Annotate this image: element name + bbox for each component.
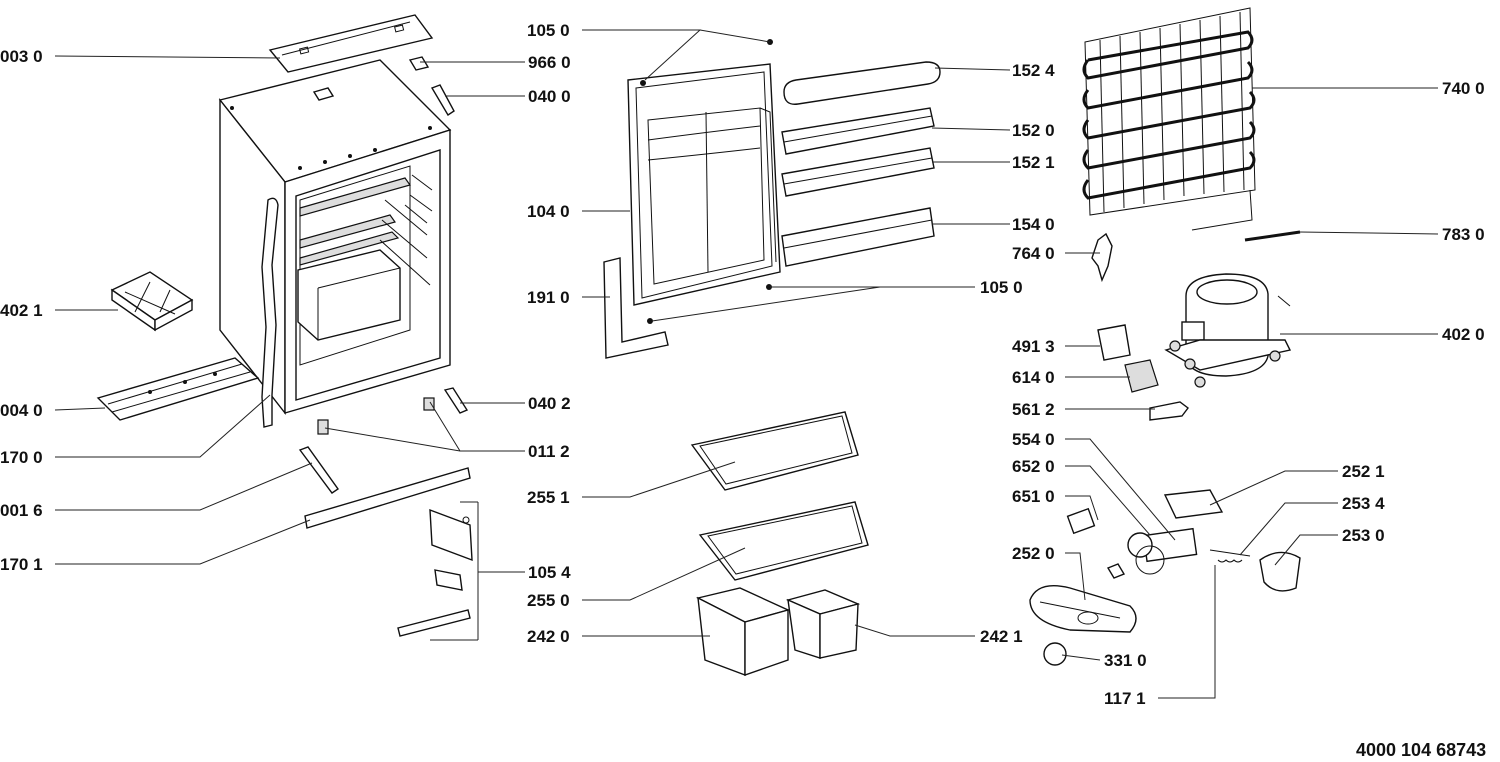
label-561-2: 561 2 bbox=[1012, 400, 1055, 419]
label-011-2: 011 2 bbox=[528, 442, 570, 461]
label-554-0: 554 0 bbox=[1012, 430, 1055, 449]
plinth-strip bbox=[304, 467, 471, 529]
label-966-0: 966 0 bbox=[528, 53, 571, 72]
glass-shelf-upper bbox=[690, 411, 859, 491]
door-switch-spring bbox=[1209, 549, 1251, 563]
label-104-0: 104 0 bbox=[527, 202, 570, 221]
label-003-0: 003 0 bbox=[0, 47, 43, 66]
leader-lines bbox=[54, 29, 1439, 699]
top-cover bbox=[268, 14, 434, 73]
label-253-0: 253 0 bbox=[1342, 526, 1385, 545]
label-191-0: 191 0 bbox=[527, 288, 570, 307]
label-105-0-bottom: 105 0 bbox=[980, 278, 1023, 297]
door-shelf-middle bbox=[781, 147, 935, 197]
label-242-1: 242 1 bbox=[980, 627, 1023, 646]
label-170-1: 170 1 bbox=[0, 555, 43, 574]
label-170-0: 170 0 bbox=[0, 448, 43, 467]
label-252-1: 252 1 bbox=[1342, 462, 1385, 481]
capillary-tube bbox=[1244, 230, 1301, 242]
label-402-0: 402 0 bbox=[1442, 325, 1485, 344]
compressor bbox=[1164, 273, 1292, 388]
label-740-0: 740 0 bbox=[1442, 79, 1485, 98]
clamp bbox=[1149, 401, 1189, 421]
switch-cap bbox=[1259, 551, 1301, 592]
label-253-4: 253 4 bbox=[1342, 494, 1385, 513]
label-105-4: 105 4 bbox=[528, 563, 571, 582]
lamp-holder-clip bbox=[1106, 563, 1126, 579]
hinge-cover bbox=[408, 56, 430, 71]
filter-drier bbox=[1091, 232, 1113, 283]
label-040-2: 040 2 bbox=[528, 394, 571, 413]
glass-shelf-lower bbox=[698, 501, 869, 581]
label-402-1: 402 1 bbox=[0, 301, 43, 320]
condenser-coil bbox=[1082, 7, 1256, 231]
lower-hinge bbox=[443, 387, 469, 414]
label-105-0-top: 105 0 bbox=[527, 21, 570, 40]
thermostat bbox=[1127, 527, 1198, 575]
compressor-tray bbox=[110, 271, 194, 332]
label-255-0: 255 0 bbox=[527, 591, 570, 610]
label-651-0: 651 0 bbox=[1012, 487, 1055, 506]
light-housing bbox=[1029, 585, 1137, 633]
label-154-0: 154 0 bbox=[1012, 215, 1055, 234]
vegetable-box-right bbox=[785, 589, 861, 659]
label-152-1: 152 1 bbox=[1012, 153, 1055, 172]
door-shelf-upper bbox=[781, 107, 935, 155]
lamp-socket bbox=[1066, 507, 1096, 535]
label-040-0: 040 0 bbox=[528, 87, 571, 106]
label-117-1: 117 1 bbox=[1104, 689, 1146, 708]
relay-cover bbox=[1097, 324, 1131, 361]
screw-kit bbox=[397, 501, 479, 641]
label-783-0: 783 0 bbox=[1442, 225, 1485, 244]
label-242-0: 242 0 bbox=[527, 627, 570, 646]
label-152-4: 152 4 bbox=[1012, 61, 1055, 80]
bottle-shelf bbox=[781, 207, 935, 267]
label-152-0: 152 0 bbox=[1012, 121, 1055, 140]
door-gasket-corner bbox=[603, 257, 669, 359]
label-004-0: 004 0 bbox=[0, 401, 43, 420]
cabinet-body bbox=[218, 59, 452, 416]
label-001-6: 001 6 bbox=[0, 501, 43, 520]
thermostat-knob bbox=[1043, 642, 1067, 666]
label-491-3: 491 3 bbox=[1012, 337, 1055, 356]
adjustable-foot bbox=[317, 397, 435, 435]
label-652-0: 652 0 bbox=[1012, 457, 1055, 476]
label-764-0: 764 0 bbox=[1012, 244, 1055, 263]
vegetable-box-left bbox=[695, 587, 791, 677]
label-252-0: 252 0 bbox=[1012, 544, 1055, 563]
document-number: 4000 104 68743 bbox=[1356, 740, 1486, 760]
egg-rack bbox=[783, 61, 941, 105]
upper-hinge bbox=[430, 84, 455, 116]
lower-hinge-bracket bbox=[298, 446, 339, 494]
label-614-0: 614 0 bbox=[1012, 368, 1055, 387]
base-rail bbox=[96, 357, 260, 421]
door-assembly bbox=[627, 63, 781, 306]
light-cover bbox=[1163, 489, 1224, 519]
label-255-1: 255 1 bbox=[527, 488, 570, 507]
label-331-0: 331 0 bbox=[1104, 651, 1147, 670]
starter-relay bbox=[1124, 359, 1159, 393]
